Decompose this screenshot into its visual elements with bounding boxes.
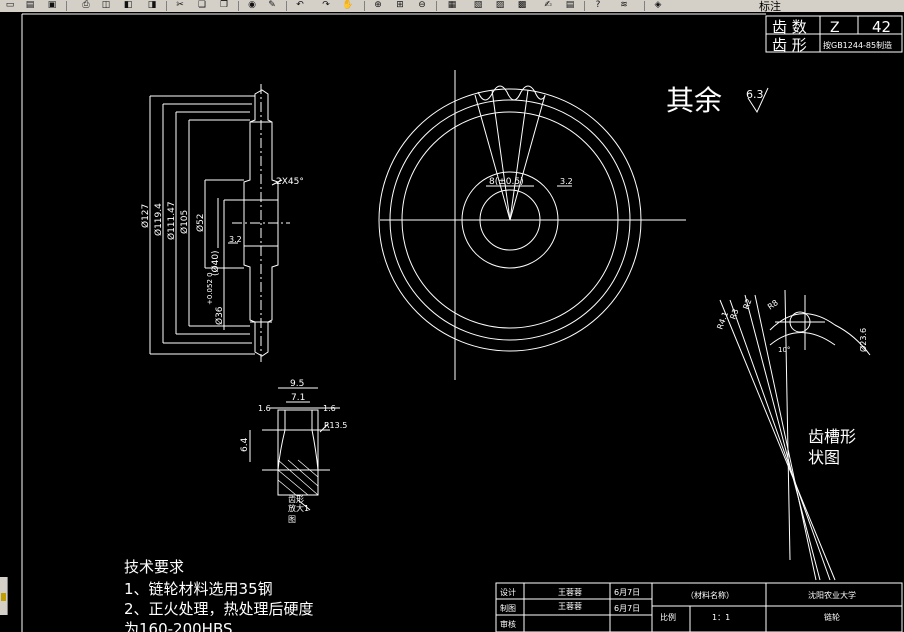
table-label-profile: 齿 形 xyxy=(772,36,807,54)
tb-scale-label: 比例 xyxy=(660,612,676,622)
zoom-realtime-icon[interactable]: ⊕ xyxy=(374,0,382,10)
toolbar-separator xyxy=(166,1,167,11)
save-icon[interactable]: ▣ xyxy=(47,0,57,10)
markup-icon[interactable]: ✍ xyxy=(544,0,552,10)
dim-d40: (Ø40) xyxy=(210,250,221,276)
table-label-teeth: 齿 数 xyxy=(772,18,807,36)
tb-school: 沈阳农业大学 xyxy=(808,590,856,600)
tech-item-3: 为160-200HBS xyxy=(124,620,233,632)
brush-icon[interactable]: ✎ xyxy=(268,0,276,10)
groove-detail xyxy=(719,289,871,581)
dim-d105: Ø105 xyxy=(179,210,190,234)
section-caption-2: 放大1 xyxy=(288,503,309,513)
groove-dim-2: R3 xyxy=(728,308,740,321)
table-symbol-z: Z xyxy=(830,20,840,36)
zoom-window-icon[interactable]: ⊞ xyxy=(396,0,404,10)
match-icon[interactable]: ◉ xyxy=(248,0,256,10)
surface-roughness: 6.3 xyxy=(746,88,764,101)
dim-r13-5: R13.5 xyxy=(324,421,347,430)
preview-icon[interactable]: ◫ xyxy=(101,0,111,10)
print-icon[interactable]: ⎙ xyxy=(82,0,90,10)
roughness-symbol xyxy=(747,87,769,114)
toolbar-separator xyxy=(286,1,287,11)
tb-material: （材料名称） xyxy=(686,590,734,600)
dim-tolerance: +0.052 0 xyxy=(206,272,214,305)
toolbar-separator xyxy=(238,1,239,11)
dim-9-5: 9.5 xyxy=(290,379,304,389)
tb-part-name: 链轮 xyxy=(824,612,840,622)
drawing-canvas[interactable]: 齿 数 Z 42 齿 形 按GB1244-85制造 其余 6.3 Ø127 Ø1… xyxy=(0,12,904,632)
table-value-teeth: 42 xyxy=(872,18,891,36)
publish-icon[interactable]: ◧ xyxy=(123,0,133,10)
standard-toolbar: ▭ ▤ ▣ ⎙ ◫ ◧ ◨ ✂ ❏ ❐ ◉ ✎ ↶ ↷ ✋ ⊕ ⊞ ⊖ ▦ ▧ ▨ ▩ ✍ ▤? ≋ ◈ 标注 xyxy=(0,0,904,12)
dim-7-1: 7.1 xyxy=(291,393,305,403)
undo-icon[interactable]: ↶ xyxy=(296,0,304,10)
tb-draw-date: 6月7日 xyxy=(614,604,640,613)
calculator-icon[interactable]: ▤ xyxy=(565,0,575,10)
section-caption-3: 图 xyxy=(288,515,296,524)
open-icon[interactable]: ▤ xyxy=(25,0,35,10)
dim-d36: Ø36 xyxy=(214,306,225,325)
front-view xyxy=(378,70,686,380)
layer-name-label[interactable]: 标注 xyxy=(759,0,781,12)
section-caption-1: 齿形 xyxy=(288,495,304,504)
help-icon[interactable]: ? xyxy=(595,0,601,10)
groove-dim-right: Ø23.6 xyxy=(858,328,868,352)
tb-design-name: 王蓉蓉 xyxy=(558,587,582,597)
dim-chamfer: 2X45° xyxy=(276,177,304,187)
toolbar-separator xyxy=(436,1,437,11)
toolbar-separator xyxy=(644,1,645,11)
tooth-table xyxy=(765,15,903,53)
groove-dim-4: R8 xyxy=(766,298,780,311)
dim-1-6-left: 1.6 xyxy=(258,404,271,413)
dim-d52: Ø52 xyxy=(195,213,206,232)
tech-title: 技术要求 xyxy=(124,558,184,576)
dim-d119: Ø119.4 xyxy=(153,203,164,236)
front-roughness: 3.2 xyxy=(560,177,573,186)
dim-keyway: 8(±0.5) xyxy=(489,177,524,187)
tb-scale-value: 1：1 xyxy=(712,613,730,622)
paste-icon[interactable]: ❐ xyxy=(219,0,229,10)
table-value-profile: 按GB1244-85制造 xyxy=(823,40,892,50)
redo-icon[interactable]: ↷ xyxy=(322,0,330,10)
dim-6-4: 6.4 xyxy=(240,437,250,452)
title-block xyxy=(495,582,903,632)
surface-note: 其余 xyxy=(666,84,722,117)
tb-draw-label: 制图 xyxy=(500,603,516,613)
toolpalette-icon[interactable]: ▨ xyxy=(495,0,505,10)
tb-design-label: 设计 xyxy=(500,587,516,597)
groove-dim-3: R2 xyxy=(741,298,753,311)
toolbar-separator xyxy=(364,1,365,11)
toolbar-separator xyxy=(584,1,585,11)
grip-icon xyxy=(1,593,6,601)
sheetset-icon[interactable]: ▩ xyxy=(517,0,527,10)
new-icon[interactable]: ▭ xyxy=(5,0,15,10)
groove-caption-1: 齿槽形 xyxy=(808,427,856,446)
tech-item-1: 1、链轮材料选用35钢 xyxy=(124,580,273,598)
properties-icon[interactable]: ▦ xyxy=(447,0,457,10)
tb-review-label: 审核 xyxy=(500,619,516,629)
dim-1-6-right: 1.6 xyxy=(323,404,336,413)
side-view xyxy=(149,84,290,362)
plot-icon[interactable]: ◨ xyxy=(147,0,157,10)
dock-handle[interactable] xyxy=(0,577,8,615)
layer-state-icon[interactable]: ◈ xyxy=(654,0,662,10)
tech-item-2: 2、正火处理，热处理后硬度 xyxy=(124,600,314,618)
dim-d127: Ø127 xyxy=(140,204,151,228)
tb-design-date: 6月7日 xyxy=(614,588,640,597)
dim-d111: Ø111.47 xyxy=(166,201,177,240)
layer-manager-icon[interactable]: ≋ xyxy=(620,0,628,10)
cut-icon[interactable]: ✂ xyxy=(176,0,184,10)
designcenter-icon[interactable]: ▧ xyxy=(473,0,483,10)
tooth-section xyxy=(249,387,340,511)
side-roughness: 3.2 xyxy=(229,235,242,244)
groove-angle: 10° xyxy=(778,346,790,354)
copy-icon[interactable]: ❏ xyxy=(197,0,207,10)
pan-icon[interactable]: ✋ xyxy=(342,0,354,10)
tb-draw-name: 王蓉蓉 xyxy=(558,601,582,611)
toolbar-separator xyxy=(66,1,67,11)
groove-caption-2: 状图 xyxy=(808,448,840,467)
zoom-previous-icon[interactable]: ⊖ xyxy=(418,0,426,10)
